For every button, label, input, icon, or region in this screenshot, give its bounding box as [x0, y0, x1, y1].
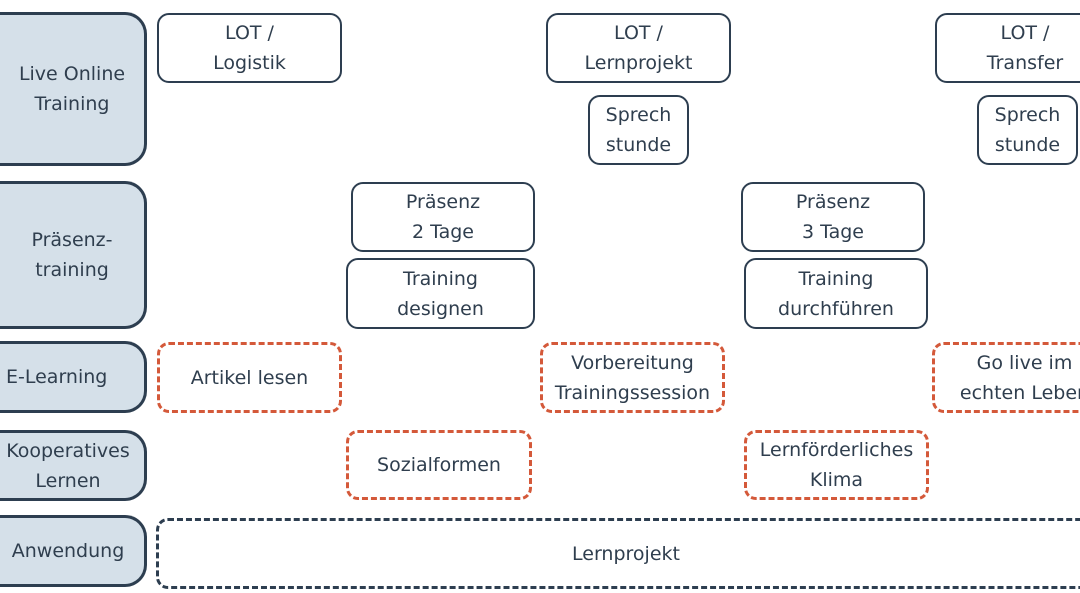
lernprojekt-box: Lernprojekt [156, 518, 1080, 589]
lot-lernprojekt-box: LOT / Lernprojekt [546, 13, 731, 83]
row-label-praesenztraining: Präsenz- training [0, 181, 147, 329]
training-durchfuehren-box: Training durchführen [744, 258, 928, 329]
sprechstunde-box-1: Sprech stunde [588, 95, 689, 165]
row-label-anwendung: Anwendung [0, 515, 147, 587]
vorbereitung-trainingssession-box: Vorbereitung Trainingssession [540, 342, 725, 413]
sozialformen-box: Sozialformen [346, 430, 532, 500]
lot-logistik-box: LOT / Logistik [157, 13, 342, 83]
row-label-live-online-training: Live Online Training [0, 12, 147, 166]
artikel-lesen-box: Artikel lesen [157, 342, 342, 413]
training-designen-box: Training designen [346, 258, 535, 329]
sprechstunde-box-2: Sprech stunde [977, 95, 1078, 165]
row-label-kooperatives-lernen: Kooperatives Lernen [0, 430, 147, 501]
go-live-box: Go live im echten Leben [932, 342, 1080, 413]
row-label-e-learning: E-Learning [0, 341, 147, 413]
praesenz-3-tage-box: Präsenz 3 Tage [741, 182, 925, 252]
lot-transfer-box: LOT / Transfer [935, 13, 1080, 83]
praesenz-2-tage-box: Präsenz 2 Tage [351, 182, 535, 252]
lernfoerderliches-klima-box: Lernförderliches Klima [744, 430, 929, 500]
